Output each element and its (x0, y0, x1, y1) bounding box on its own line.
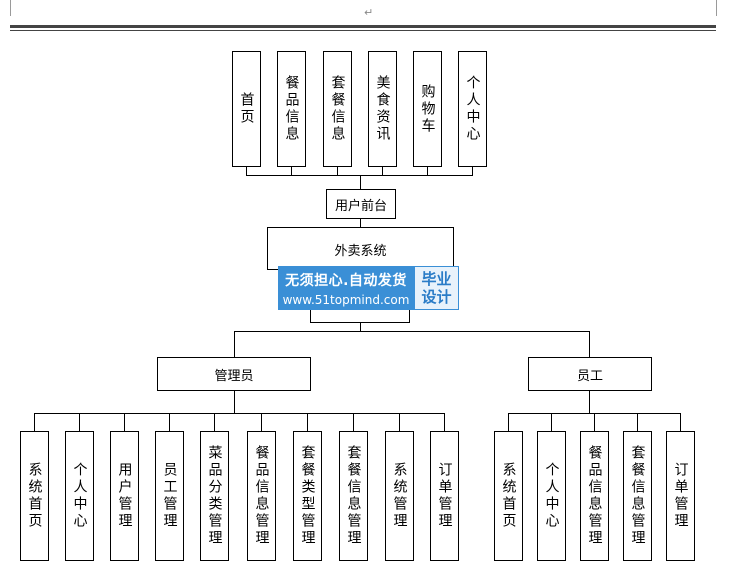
admin-item-label: 订单管理 (436, 462, 453, 530)
admin-item-staff-management: 员工管理 (155, 431, 184, 561)
staff-item-order-management: 订单管理 (666, 431, 695, 561)
node-delivery-system-label: 外卖系统 (334, 244, 387, 259)
staff-item-system-home: 系统首页 (494, 431, 523, 561)
admin-item-meal-info-management: 餐品信息管理 (247, 431, 276, 561)
node-food-news-label: 美食资讯 (374, 75, 391, 143)
watermark-badge-line2: 设计 (421, 288, 452, 306)
node-user-frontend: 用户前台 (326, 189, 396, 219)
node-cart: 购物车 (413, 51, 442, 167)
node-personal-center: 个人中心 (458, 51, 487, 167)
watermark-line2: www.51topmind.com (282, 292, 410, 307)
watermark-line1: 无须担心.自动发货 (285, 272, 407, 289)
node-combo-info: 套餐信息 (323, 51, 352, 167)
watermark-badge-line1: 毕业 (421, 270, 452, 288)
admin-item-label: 菜品分类管理 (206, 445, 223, 547)
admin-item-label: 系统管理 (391, 462, 408, 530)
admin-item-combo-type-management: 套餐类型管理 (293, 431, 322, 561)
page-margin-left-mark (10, 0, 11, 16)
staff-item-label: 餐品信息管理 (586, 445, 603, 547)
node-admin: 管理员 (157, 357, 311, 391)
staff-item-personal-center: 个人中心 (537, 431, 566, 561)
node-cart-label: 购物车 (419, 83, 436, 135)
node-home-label: 首页 (238, 92, 255, 126)
header-rule-thin (10, 30, 716, 31)
node-delivery-system: 外卖系统 (267, 227, 454, 270)
node-personal-center-label: 个人中心 (464, 75, 481, 143)
watermark-banner: 无须担心.自动发货 www.51topmind.com (278, 266, 414, 310)
admin-item-user-management: 用户管理 (110, 431, 139, 561)
node-meal-info: 餐品信息 (277, 51, 306, 167)
admin-item-label: 个人中心 (71, 462, 88, 530)
header-rule-thick (10, 25, 716, 28)
admin-item-label: 餐品信息管理 (253, 445, 270, 547)
admin-item-order-management: 订单管理 (430, 431, 459, 561)
admin-item-label: 员工管理 (161, 462, 178, 530)
staff-item-label: 个人中心 (543, 462, 560, 530)
staff-item-label: 订单管理 (672, 462, 689, 530)
watermark-badge: 毕业 设计 (414, 266, 459, 310)
node-admin-label: 管理员 (214, 368, 254, 384)
admin-item-label: 套餐类型管理 (299, 445, 316, 547)
staff-item-label: 系统首页 (500, 462, 517, 530)
node-food-news: 美食资讯 (368, 51, 397, 167)
staff-item-combo-info-management: 套餐信息管理 (623, 431, 652, 561)
node-staff: 员工 (528, 357, 652, 391)
admin-item-personal-center: 个人中心 (65, 431, 94, 561)
admin-item-label: 用户管理 (116, 462, 133, 530)
staff-item-meal-info-management: 餐品信息管理 (580, 431, 609, 561)
admin-item-label: 系统首页 (26, 462, 43, 530)
node-user-frontend-label: 用户前台 (334, 198, 387, 214)
staff-item-label: 套餐信息管理 (629, 445, 646, 547)
admin-item-combo-info-management: 套餐信息管理 (339, 431, 368, 561)
page-margin-right-mark (716, 0, 717, 16)
admin-item-label: 套餐信息管理 (345, 445, 362, 547)
node-meal-info-label: 餐品信息 (283, 75, 300, 143)
admin-item-system-home: 系统首页 (20, 431, 49, 561)
node-home: 首页 (232, 51, 261, 167)
node-staff-label: 员工 (576, 368, 603, 384)
admin-item-dish-category-management: 菜品分类管理 (200, 431, 229, 561)
paragraph-mark: ↵ (364, 6, 374, 19)
admin-item-system-management: 系统管理 (385, 431, 414, 561)
node-combo-info-label: 套餐信息 (329, 75, 346, 143)
